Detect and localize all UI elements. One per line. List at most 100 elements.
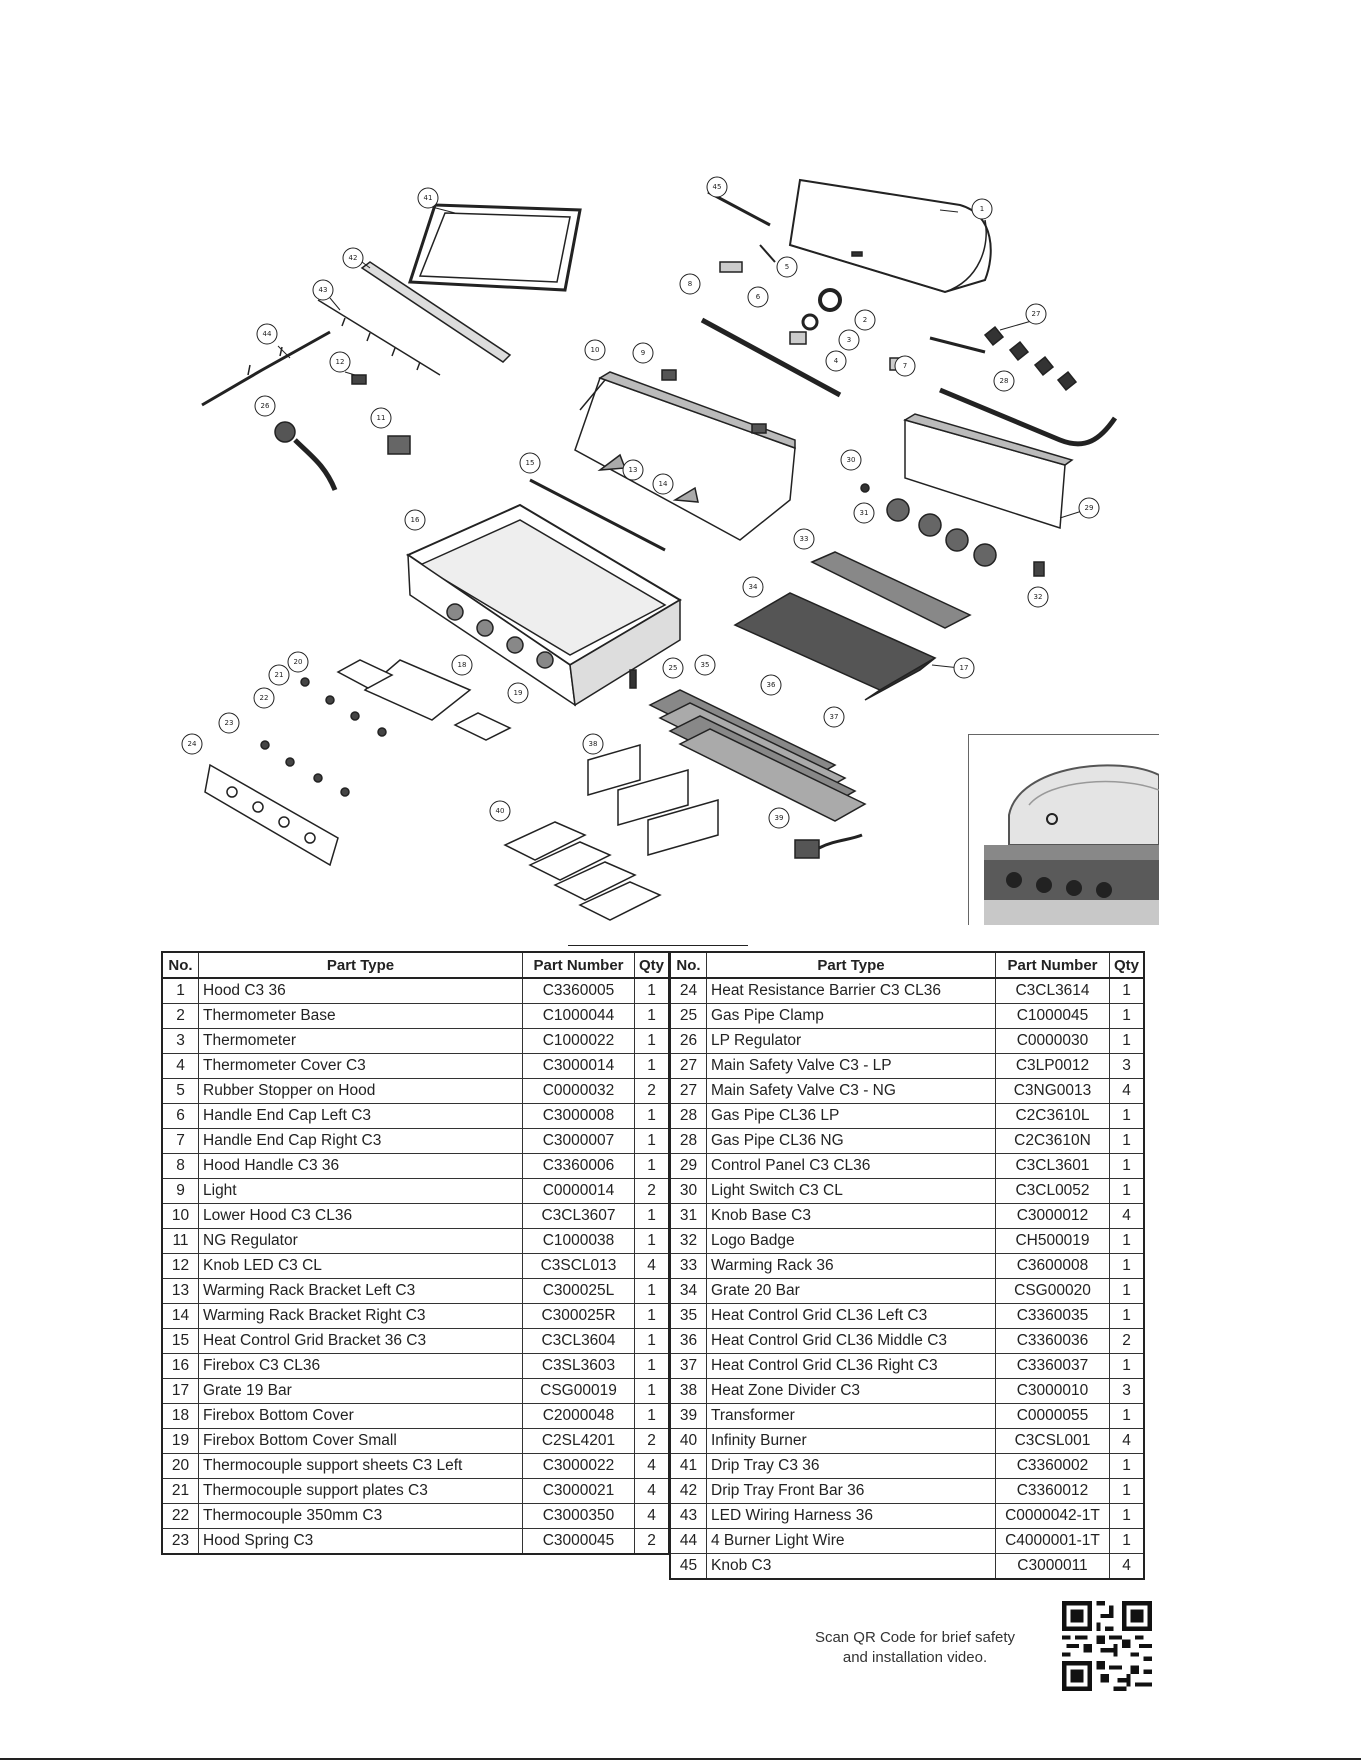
part-type-cell: 4 Burner Light Wire bbox=[706, 1528, 996, 1554]
callout-42-text: 42 bbox=[349, 254, 358, 262]
part-no-cell: 17 bbox=[161, 1378, 199, 1404]
callout-6 bbox=[747, 286, 769, 308]
callout-2 bbox=[854, 309, 876, 331]
part-no-cell: 24 bbox=[669, 977, 707, 1004]
thermometer-base-drawing bbox=[801, 313, 819, 331]
firebox-drawing bbox=[405, 503, 682, 707]
main-safety-valves-drawing bbox=[983, 325, 1078, 392]
part-type-cell: Thermometer Cover C3 bbox=[198, 1053, 523, 1079]
diagram-drawing bbox=[201, 178, 1118, 921]
qty-cell: 1 bbox=[1109, 1353, 1145, 1379]
part-no-cell: 1 bbox=[161, 977, 199, 1004]
part-no-cell: 26 bbox=[669, 1028, 707, 1054]
part-type-cell: Knob C3 bbox=[706, 1553, 996, 1580]
part-no-cell: 28 bbox=[669, 1128, 707, 1154]
part-no-cell: 33 bbox=[669, 1253, 707, 1279]
part-number-cell: CSG00019 bbox=[522, 1378, 635, 1404]
callout-1-text: 1 bbox=[980, 205, 984, 213]
part-type-cell: Hood Spring C3 bbox=[198, 1528, 523, 1555]
qty-cell: 1 bbox=[634, 1303, 670, 1329]
qty-cell: 1 bbox=[1109, 1028, 1145, 1054]
part-number-cell: C3SL3603 bbox=[522, 1353, 635, 1379]
callout-19 bbox=[507, 682, 529, 704]
gas-pipe-clamp-drawing bbox=[629, 669, 637, 689]
qty-cell: 4 bbox=[634, 1503, 670, 1529]
table-header-row: No. Part Type Part Number Qty bbox=[669, 951, 1145, 979]
part-number-cell: C3000007 bbox=[522, 1128, 635, 1154]
part-number-cell: C2SL4201 bbox=[522, 1428, 635, 1454]
callout-45 bbox=[706, 176, 728, 198]
qty-cell: 1 bbox=[1109, 977, 1145, 1004]
callout-22 bbox=[253, 687, 275, 709]
qty-cell: 4 bbox=[1109, 1553, 1145, 1580]
qr-code-image[interactable] bbox=[1062, 1601, 1152, 1691]
part-type-cell: Firebox Bottom Cover Small bbox=[198, 1428, 523, 1454]
callout-45-text: 45 bbox=[713, 183, 722, 191]
part-number-cell: C3360005 bbox=[522, 977, 635, 1004]
part-no-cell: 11 bbox=[161, 1228, 199, 1254]
part-no-cell: 23 bbox=[161, 1528, 199, 1555]
qty-cell: 1 bbox=[1109, 1403, 1145, 1429]
part-no-cell: 15 bbox=[161, 1328, 199, 1354]
part-number-cell: C3CL3604 bbox=[522, 1328, 635, 1354]
part-number-cell: C1000045 bbox=[995, 1003, 1110, 1029]
callout-27 bbox=[1025, 303, 1047, 325]
part-no-cell: 13 bbox=[161, 1278, 199, 1304]
assembled-grill-illustration bbox=[984, 764, 1160, 925]
spring-drawing bbox=[759, 244, 776, 263]
part-type-cell: Knob Base C3 bbox=[706, 1203, 996, 1229]
part-no-cell: 35 bbox=[669, 1303, 707, 1329]
part-number-cell: C3000008 bbox=[522, 1103, 635, 1129]
callout-23 bbox=[218, 712, 240, 734]
ng-regulator-drawing bbox=[387, 435, 411, 455]
knob-led-drawing bbox=[351, 374, 367, 385]
part-type-cell: Warming Rack Bracket Right C3 bbox=[198, 1303, 523, 1329]
heat-control-grid-bracket-drawing bbox=[529, 478, 666, 552]
part-number-cell: C3000022 bbox=[522, 1453, 635, 1479]
callout-38 bbox=[582, 733, 604, 755]
part-type-cell: Gas Pipe CL36 LP bbox=[706, 1103, 996, 1129]
part-type-cell: Grate 19 Bar bbox=[198, 1378, 523, 1404]
part-number-cell: C3LP0012 bbox=[995, 1053, 1110, 1079]
callout-5-text: 5 bbox=[785, 263, 789, 271]
part-number-cell: C3360037 bbox=[995, 1353, 1110, 1379]
part-number-cell: C1000022 bbox=[522, 1028, 635, 1054]
rod-drawing bbox=[707, 190, 771, 227]
callout-29-text: 29 bbox=[1085, 504, 1094, 512]
qty-cell: 1 bbox=[634, 1328, 670, 1354]
part-type-cell: Transformer bbox=[706, 1403, 996, 1429]
callout-18 bbox=[451, 654, 473, 676]
callout-44-text: 44 bbox=[263, 330, 272, 338]
callout-30-text: 30 bbox=[847, 456, 856, 464]
part-type-cell: LP Regulator bbox=[706, 1028, 996, 1054]
part-type-cell: Light Switch C3 CL bbox=[706, 1178, 996, 1204]
firebox-bottom-cover-small-drawing-2 bbox=[453, 712, 512, 741]
column-header-part-number: Part Number bbox=[522, 951, 635, 979]
part-number-cell: C3SCL013 bbox=[522, 1253, 635, 1279]
callout-2-text: 2 bbox=[863, 316, 867, 324]
part-number-cell: C3000011 bbox=[995, 1553, 1110, 1580]
part-type-cell: Warming Rack Bracket Left C3 bbox=[198, 1278, 523, 1304]
column-header-part-number: Part Number bbox=[995, 951, 1110, 979]
part-type-cell: Heat Control Grid CL36 Right C3 bbox=[706, 1353, 996, 1379]
callout-11 bbox=[370, 407, 392, 429]
callout-5 bbox=[776, 256, 798, 278]
light-drawing bbox=[661, 369, 677, 381]
part-number-cell: C3360006 bbox=[522, 1153, 635, 1179]
part-type-cell: Firebox C3 CL36 bbox=[198, 1353, 523, 1379]
part-number-cell: C3CSL001 bbox=[995, 1428, 1110, 1454]
part-type-cell: Infinity Burner bbox=[706, 1428, 996, 1454]
qty-cell: 4 bbox=[634, 1478, 670, 1504]
leader-lines bbox=[277, 206, 1083, 669]
